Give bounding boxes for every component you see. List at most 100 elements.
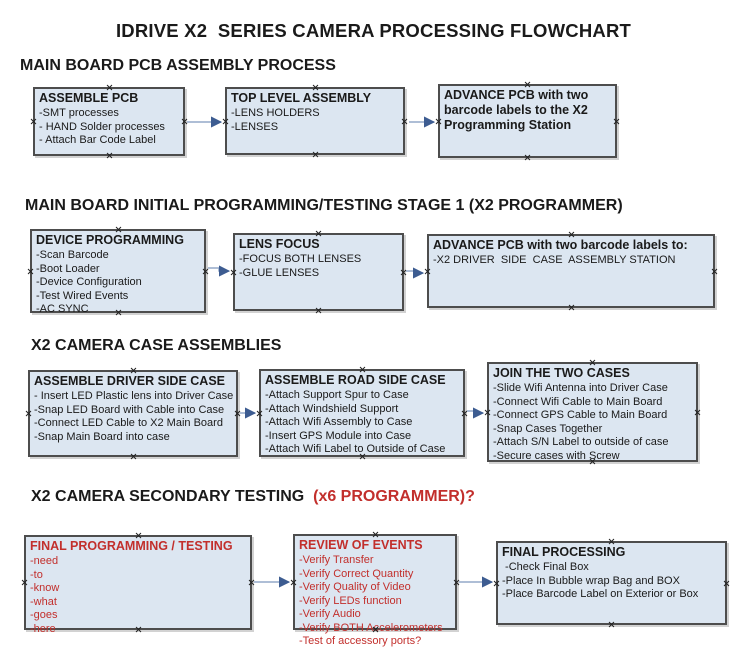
box-item: -Place In Bubble wrap Bag and BOX	[502, 574, 680, 587]
connection-handle	[424, 268, 431, 275]
box-item: -Scan Barcode	[36, 249, 109, 261]
box-item: -Verify LEDs function	[299, 594, 402, 607]
box-item: -Snap Main Board into case	[34, 430, 170, 443]
connection-handle	[222, 118, 229, 125]
box-item: -Test of accessory ports?	[299, 635, 422, 647]
box-item: -here	[30, 622, 56, 635]
box-item: -Verify Quality of Video	[299, 581, 411, 593]
box-item: -Slide Wifi Antenna into Driver Case	[493, 382, 668, 394]
connection-handle	[312, 151, 319, 158]
connection-handle	[256, 410, 263, 417]
connection-handle	[27, 268, 34, 275]
box-item: -SMT processes	[39, 107, 119, 119]
connection-handle	[115, 226, 122, 233]
flow-box-assemble-road-side-case: ASSEMBLE ROAD SIDE CASE -Attach Support …	[259, 369, 465, 457]
connection-handle	[248, 579, 255, 586]
box-title: ADVANCE PCB with two barcode labels to:	[433, 238, 688, 252]
box-item: -Check Final Box	[502, 561, 589, 573]
box-item: -Verify Correct Quantity	[299, 567, 414, 580]
box-item: -Snap Cases Together	[493, 422, 603, 435]
box-title: TOP LEVEL ASSEMBLY	[231, 91, 372, 105]
flowchart-title: IDRIVE X2 SERIES CAMERA PROCESSING FLOWC…	[115, 20, 632, 41]
connection-handle	[359, 366, 366, 373]
section-header-pcb-assembly: MAIN BOARD PCB ASSEMBLY PROCESS	[20, 57, 336, 74]
connection-handle	[312, 84, 319, 91]
box-item: -Attach Wifi Assembly to Case	[265, 416, 413, 428]
box-item: - Attach Bar Code Label	[39, 134, 156, 146]
flow-box-final-programming-testing: FINAL PROGRAMMING / TESTING -need -to -k…	[21, 532, 255, 635]
box-item: -know	[30, 582, 60, 594]
flow-arrow	[467, 407, 485, 419]
section-header-secondary-testing-red: (x6 PROGRAMMER)?	[313, 488, 475, 505]
box-title: JOIN THE TWO CASES	[493, 366, 630, 380]
connection-handle	[589, 359, 596, 366]
connection-handle	[130, 367, 137, 374]
box-item: - Insert LED Plastic lens into Driver Ca…	[34, 390, 234, 402]
connection-handle	[568, 231, 575, 238]
box-item: -Attach Wifi Label to Outside of Case	[265, 443, 446, 455]
box-item: -FOCUS BOTH LENSES	[239, 253, 362, 265]
flow-box-lens-focus: LENS FOCUS -FOCUS BOTH LENSES -GLUE LENS…	[233, 233, 404, 311]
box-title: DEVICE PROGRAMMING	[36, 233, 184, 247]
box-item: - HAND Solder processes	[39, 120, 165, 133]
box-item: -Connect GPS Cable to Main Board	[493, 409, 668, 421]
connection-handle	[694, 409, 701, 416]
connection-handle	[25, 410, 32, 417]
box-item: -Verify BOTH Accelerometers	[299, 621, 443, 634]
connection-handle	[435, 118, 442, 125]
connection-handle	[613, 118, 620, 125]
section-header-case-assemblies: X2 CAMERA CASE ASSEMBLIES	[31, 337, 282, 354]
box-item: -need	[30, 555, 59, 567]
connection-handle	[230, 269, 237, 276]
connection-handle	[608, 538, 615, 545]
box-title: FINAL PROGRAMMING / TESTING	[30, 539, 233, 553]
box-item: -Snap LED Board with Cable into Case	[34, 403, 225, 416]
connection-handle	[21, 579, 28, 586]
box-item: -Insert GPS Module into Case	[265, 429, 412, 442]
box-item: -LENSES	[231, 120, 279, 133]
connection-handle	[568, 304, 575, 311]
box-item: -Verify Audio	[299, 608, 361, 620]
box-item: -to	[30, 568, 43, 581]
connection-handle	[135, 532, 142, 539]
flow-box-advance-pcb-case-assembly: ADVANCE PCB with two barcode labels to: …	[427, 234, 715, 308]
connection-handle	[493, 580, 500, 587]
connection-handle	[461, 410, 468, 417]
section-header-secondary-testing: X2 CAMERA SECONDARY TESTING (x6 PROGRAMM…	[31, 488, 475, 506]
box-item: -Secure cases with Screw	[493, 449, 620, 462]
flow-box-top-level-assembly: TOP LEVEL ASSEMBLY -LENS HOLDERS -LENSES	[225, 87, 405, 155]
box-item: -Place Barcode Label on Exterior or Box	[502, 588, 699, 600]
connection-handle	[106, 84, 113, 91]
connection-handle	[30, 118, 37, 125]
box-item: -goes	[30, 609, 58, 621]
flow-box-final-processing: FINAL PROCESSING -Check Final Box -Place…	[496, 541, 727, 625]
box-title: ADVANCE PCB with two barcode labels to t…	[444, 88, 592, 132]
box-title: ASSEMBLE PCB	[39, 91, 139, 105]
flow-arrow	[406, 267, 425, 279]
box-item: -Boot Loader	[36, 262, 100, 275]
connection-handle	[290, 579, 297, 586]
connection-handle	[106, 152, 113, 159]
box-item: -Attach Support Spur to Case	[265, 389, 409, 401]
box-title: REVIEW OF EVENTS	[299, 538, 423, 552]
box-item: -Attach S/N Label to outside of case	[493, 436, 669, 448]
box-item: -what	[30, 595, 57, 608]
box-title: FINAL PROCESSING	[502, 545, 626, 559]
connection-handle	[234, 410, 241, 417]
box-item: -LENS HOLDERS	[231, 107, 320, 119]
box-item: -GLUE LENSES	[239, 266, 320, 279]
box-title: ASSEMBLE ROAD SIDE CASE	[265, 373, 446, 387]
box-title: ASSEMBLE DRIVER SIDE CASE	[34, 374, 226, 388]
connection-handle	[130, 453, 137, 460]
connection-handle	[181, 118, 188, 125]
flow-box-advance-pcb-programming-station: ADVANCE PCB with two barcode labels to t…	[438, 84, 617, 158]
box-item: -Connect LED Cable to X2 Main Board	[34, 417, 223, 429]
flow-box-review-of-events: REVIEW OF EVENTS -Verify Transfer -Verif…	[290, 534, 457, 647]
section-header-secondary-testing-black: X2 CAMERA SECONDARY TESTING	[31, 488, 314, 505]
flow-box-join-the-two-cases: JOIN THE TWO CASES -Slide Wifi Antenna i…	[487, 362, 698, 462]
connection-handle	[400, 269, 407, 276]
box-item: -AC SYNC	[36, 303, 89, 315]
connection-handle	[524, 81, 531, 88]
flow-box-assemble-driver-side-case: ASSEMBLE DRIVER SIDE CASE - Insert LED P…	[28, 370, 238, 457]
